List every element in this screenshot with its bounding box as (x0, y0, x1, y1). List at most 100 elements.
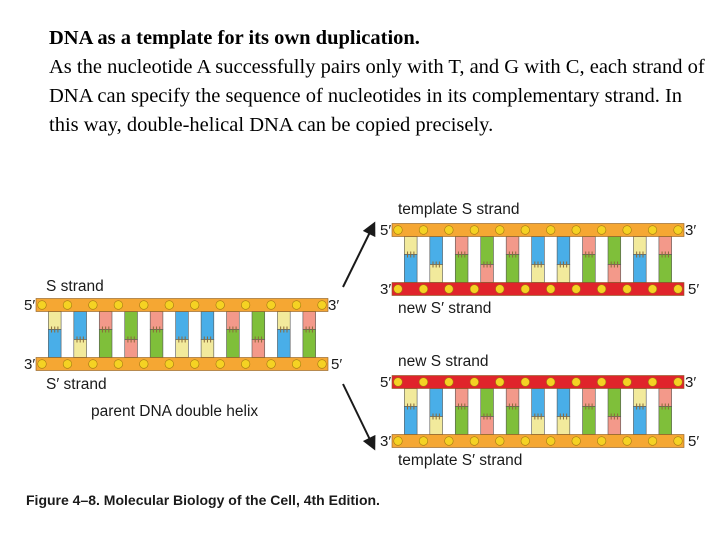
phosphate-group (317, 359, 327, 369)
phosphate-group (266, 359, 276, 369)
phosphate-group (62, 300, 73, 310)
upper-daughter-helix (391, 223, 685, 296)
phosphate-group (317, 300, 327, 310)
parent-bottom-right-end: 5′ (331, 356, 342, 373)
base-A (556, 236, 571, 265)
arrow-to-upper-daughter (342, 221, 376, 288)
phosphate-group (647, 377, 658, 387)
phosphate-group (469, 436, 479, 446)
base-G (480, 236, 494, 265)
slide-body: As the nucleotide A successfully pairs o… (49, 56, 705, 136)
base-A (556, 388, 571, 417)
phosphate-group (164, 300, 174, 310)
bottom-strand-backbone (391, 282, 685, 296)
phosphate-group (495, 436, 505, 446)
phosphate-group (291, 300, 302, 310)
top-strand-backbone (35, 298, 329, 312)
parent-top-right-end: 3′ (328, 297, 339, 314)
upper-top-right-end: 3′ (685, 222, 696, 239)
bottom-strand-backbone (391, 434, 685, 448)
top-strand-backbone (391, 223, 685, 237)
phosphate-group (444, 284, 454, 294)
base-G (582, 406, 596, 435)
parent-dna-double-helix (35, 298, 329, 371)
phosphate-group (139, 359, 149, 369)
phosphate-group (393, 377, 403, 387)
slide-title: DNA as a template for its own duplicatio… (49, 27, 420, 49)
lower-bottom-right-end: 5′ (688, 433, 699, 450)
base-A (175, 311, 189, 340)
base-A (404, 254, 418, 283)
lower-top-strand-label: new S strand (398, 353, 488, 370)
phosphate-group (597, 436, 607, 446)
base-A (48, 329, 62, 358)
base-G (251, 311, 266, 340)
base-G (607, 388, 622, 417)
phosphate-group (469, 284, 479, 294)
upper-bottom-strand-label: new S′ strand (398, 300, 491, 317)
phosphate-group (393, 225, 403, 235)
phosphate-group (418, 377, 429, 387)
upper-bottom-right-end: 5′ (688, 281, 699, 298)
phosphate-group (418, 436, 429, 446)
phosphate-group (190, 300, 200, 310)
phosphate-group (673, 377, 683, 387)
phosphate-group (62, 359, 73, 369)
phosphate-group (546, 377, 556, 387)
base-A (429, 236, 443, 265)
phosphate-group (622, 225, 632, 235)
phosphate-group (88, 300, 98, 310)
lower-daughter-helix (391, 375, 685, 448)
phosphate-group (37, 300, 47, 310)
upper-top-strand-label: template S strand (398, 201, 519, 218)
phosphate-group (647, 225, 658, 235)
base-G (505, 406, 520, 435)
phosphate-group (393, 436, 403, 446)
phosphate-group (190, 359, 200, 369)
phosphate-group (647, 284, 658, 294)
phosphate-group (37, 359, 47, 369)
base-A (200, 311, 215, 340)
phosphate-group (444, 436, 454, 446)
phosphate-group (520, 377, 530, 387)
phosphate-group (241, 359, 251, 369)
phosphate-group (291, 359, 302, 369)
lower-top-right-end: 3′ (685, 374, 696, 391)
phosphate-group (597, 377, 607, 387)
base-G (607, 236, 622, 265)
phosphate-group (571, 284, 581, 294)
phosphate-group (418, 225, 429, 235)
phosphate-group (469, 377, 479, 387)
phosphate-group (546, 284, 556, 294)
base-G (454, 406, 469, 435)
base-G (124, 311, 138, 340)
phosphate-group (495, 284, 505, 294)
bottom-strand-backbone (35, 357, 329, 371)
parent-top-strand-label: S strand (46, 278, 104, 295)
top-strand-backbone (391, 375, 685, 389)
phosphate-group (495, 377, 505, 387)
phosphate-group (113, 359, 123, 369)
phosphate-group (113, 300, 123, 310)
phosphate-group (597, 225, 607, 235)
phosphate-group (241, 300, 251, 310)
phosphate-group (673, 284, 683, 294)
parent-bottom-strand-label: S′ strand (46, 376, 107, 393)
phosphate-group (520, 284, 530, 294)
parent-helix-caption: parent DNA double helix (91, 403, 258, 420)
phosphate-group (673, 225, 683, 235)
base-A (429, 388, 443, 417)
phosphate-group (520, 225, 530, 235)
upper-top-left-end: 5′ (380, 222, 391, 239)
base-G (149, 329, 164, 358)
parent-bottom-left-end: 3′ (24, 356, 35, 373)
phosphate-group (673, 436, 683, 446)
phosphate-group (469, 225, 479, 235)
base-G (505, 254, 520, 283)
phosphate-group (622, 377, 632, 387)
lower-bottom-strand-label: template S′ strand (398, 452, 522, 469)
base-G (658, 254, 672, 283)
lower-top-left-end: 5′ (380, 374, 391, 391)
phosphate-group (647, 436, 658, 446)
